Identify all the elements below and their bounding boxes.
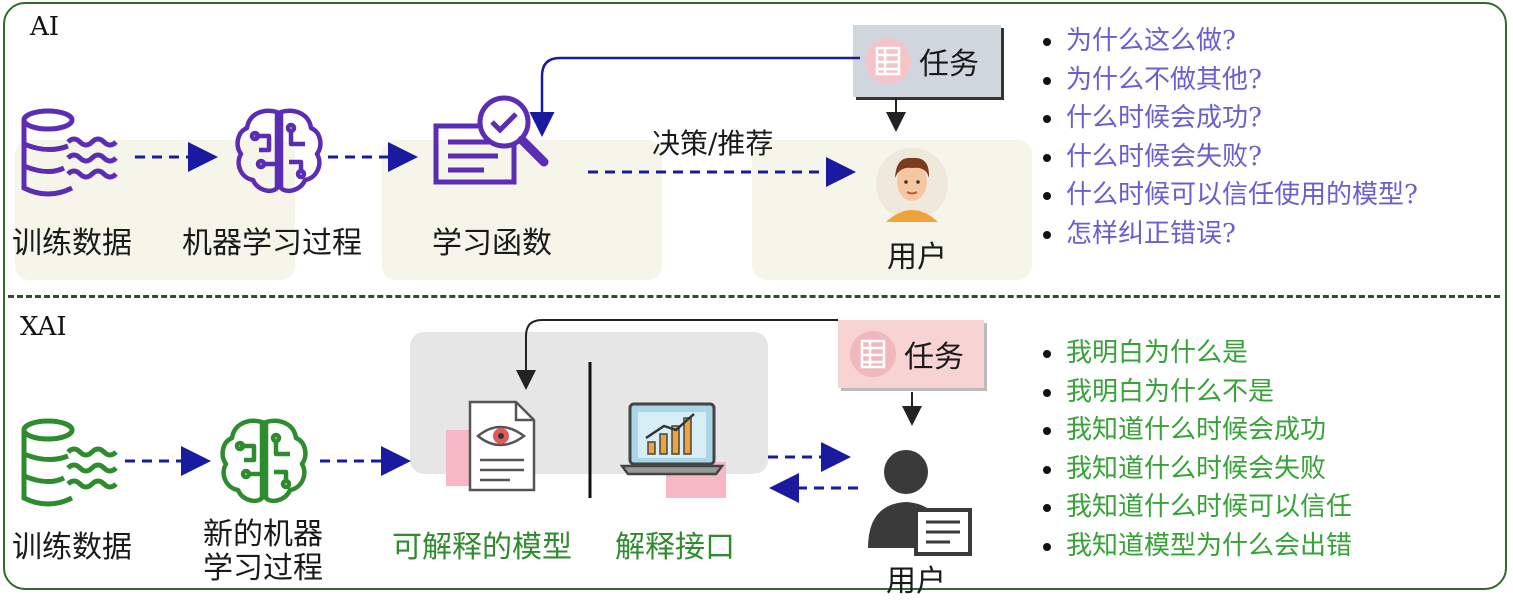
xai-new-ml-process-line1: 新的机器 (203, 517, 323, 552)
arrow-ai-task-to-function (529, 56, 860, 137)
ai-function-panel (382, 140, 662, 280)
xai-explanation-interface-label: 解释接口 (615, 530, 735, 565)
xai-new-ml-process-line2: 学习过程 (203, 551, 323, 586)
table-icon (850, 331, 896, 377)
arrow-xai-task-to-model (516, 319, 838, 390)
xai-answer-list: 我明白为什么是 我明白为什么不是 我知道什么时候会成功 我知道什么时候会失败 我… (1040, 334, 1352, 565)
diagram-frame (3, 2, 1507, 590)
brain-circuit-icon (235, 108, 323, 193)
document-search-icon (433, 95, 549, 185)
xai-explainable-model-label: 可解释的模型 (392, 530, 572, 565)
list-item: 我知道什么时候可以信任 (1040, 488, 1352, 527)
list-item: 我知道什么时候会失败 (1040, 450, 1352, 489)
database-icon (21, 108, 118, 197)
ai-ml-process-label: 机器学习过程 (182, 226, 362, 261)
ai-training-data-label: 训练数据 (12, 226, 132, 261)
ai-task-label: 任务 (919, 47, 979, 82)
list-item: 为什么这么做? (1040, 22, 1418, 61)
xai-section-label: XAI (20, 312, 67, 342)
section-divider (8, 295, 1500, 298)
user-avatar-icon (876, 148, 948, 222)
list-item: 什么时候会失败? (1040, 138, 1418, 177)
xai-training-data-label: 训练数据 (12, 530, 132, 565)
list-item: 什么时候会成功? (1040, 99, 1418, 138)
list-item: 什么时候可以信任使用的模型? (1040, 176, 1418, 215)
xai-user-label: 用户 (886, 564, 946, 599)
xai-task-label: 任务 (904, 340, 964, 375)
list-item: 我知道模型为什么会出错 (1040, 527, 1352, 566)
table-icon (865, 38, 911, 84)
list-item: 为什么不做其他? (1040, 61, 1418, 100)
list-item: 怎样纠正错误? (1040, 215, 1418, 254)
ai-data-panel (15, 140, 295, 280)
list-item: 我知道什么时候会成功 (1040, 411, 1352, 450)
document-eye-icon (446, 400, 536, 492)
list-item: 我明白为什么不是 (1040, 373, 1352, 412)
xai-task-box: 任务 (838, 320, 984, 388)
ai-user-label: 用户 (887, 240, 947, 275)
ai-question-list: 为什么这么做? 为什么不做其他? 什么时候会成功? 什么时候会失败? 什么时候可… (1040, 22, 1418, 253)
ai-decision-label: 决策/推荐 (652, 127, 774, 160)
laptop-chart-icon (620, 402, 726, 498)
ai-section-label: AI (30, 12, 60, 42)
user-silhouette-icon (868, 450, 972, 556)
list-item: 我明白为什么是 (1040, 334, 1352, 373)
ai-learned-function-label: 学习函数 (432, 226, 552, 261)
brain-circuit-icon (220, 418, 308, 503)
xai-new-ml-process-label: 新的机器 学习过程 (203, 518, 323, 586)
database-icon (21, 418, 118, 507)
ai-task-box: 任务 (853, 25, 1001, 97)
